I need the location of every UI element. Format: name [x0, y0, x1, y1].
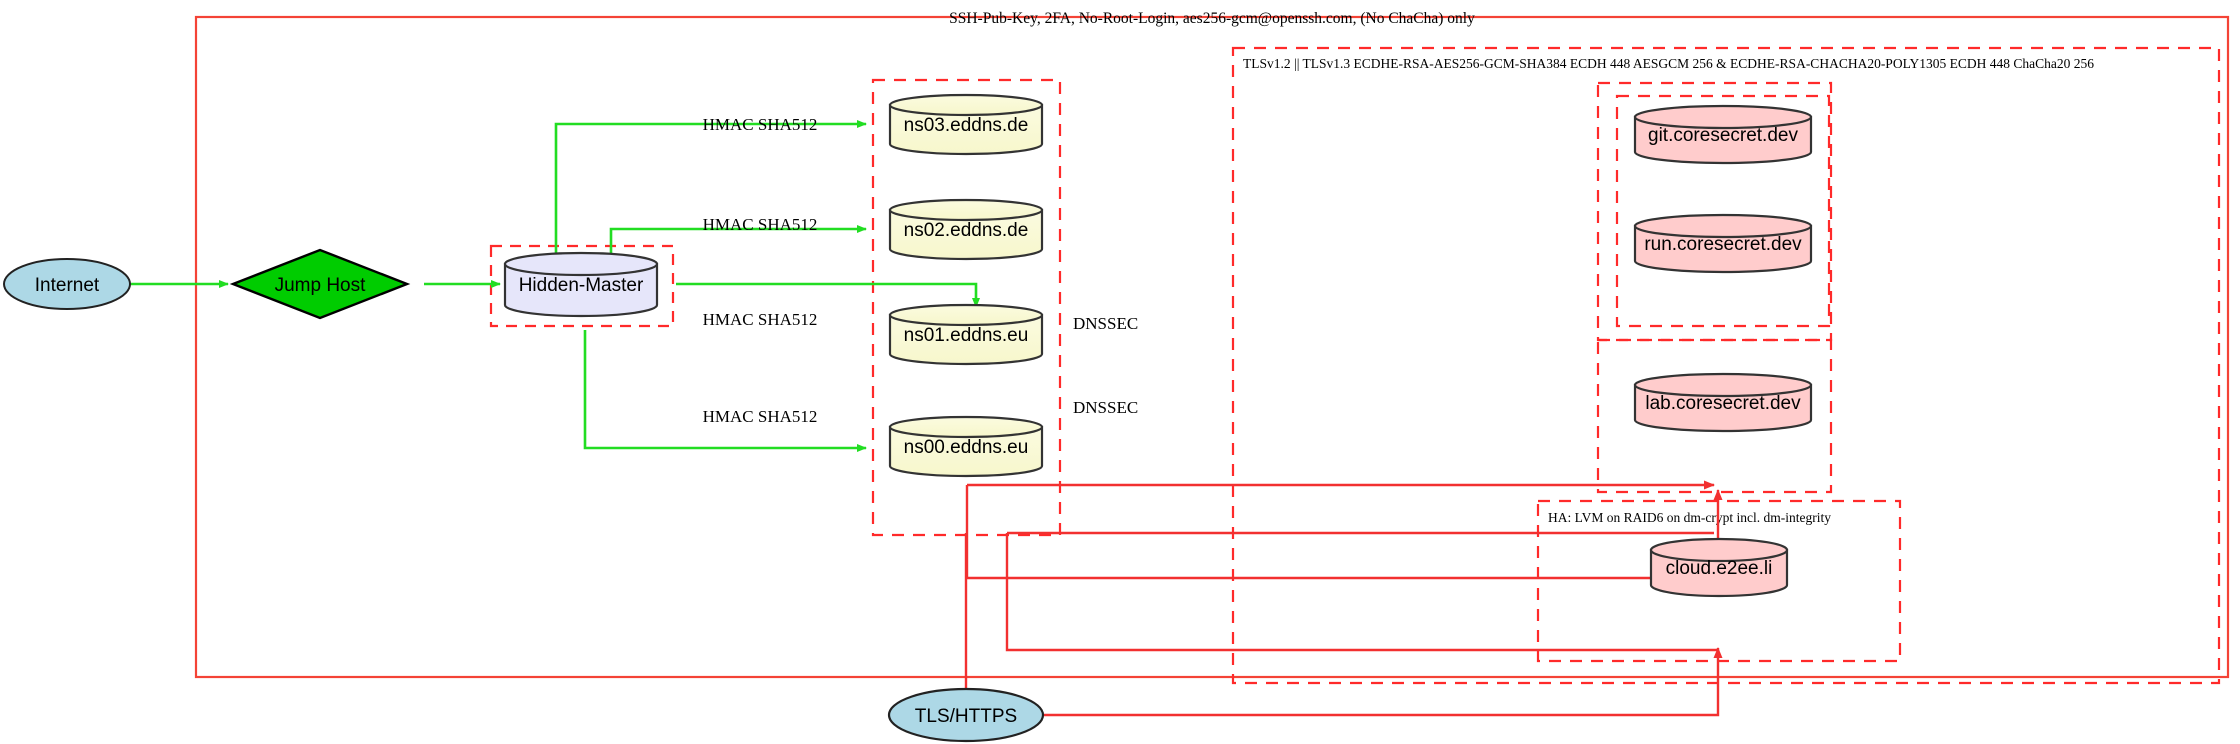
- cluster-tls-label: TLSv1.2 || TLSv1.3 ECDHE-RSA-AES256-GCM-…: [1243, 56, 2094, 71]
- node-cloud-e2ee[interactable]: cloud.e2ee.li: [1649, 537, 1789, 598]
- edge-dnssec-lower: [1005, 533, 1718, 652]
- node-internet-label: Internet: [35, 275, 100, 296]
- edge-hidden-to-ns00: [583, 330, 867, 452]
- node-ns00[interactable]: ns00.eddns.eu: [888, 415, 1044, 478]
- node-ns01[interactable]: ns01.eddns.eu: [888, 303, 1044, 366]
- node-ns03-label: ns03.eddns.de: [904, 115, 1029, 136]
- node-tls-https[interactable]: TLS/HTTPS: [887, 687, 1045, 743]
- edge-label-hmac-ns02: HMAC SHA512: [703, 215, 818, 234]
- cluster-tls: [1231, 46, 2221, 685]
- node-git-coresecret[interactable]: git.coresecret.dev: [1633, 104, 1813, 165]
- node-hidden-master[interactable]: Hidden-Master: [503, 251, 659, 318]
- cluster-coresecret-inner: [1615, 94, 1831, 328]
- cluster-ha-label: HA: LVM on RAID6 on dm-crypt incl. dm-in…: [1548, 510, 1831, 525]
- edge-hidden-to-ns03: [554, 120, 867, 258]
- node-run-coresecret-label: run.coresecret.dev: [1644, 234, 1802, 255]
- edge-tls-right: [1037, 650, 1720, 717]
- node-jump-host[interactable]: Jump Host: [229, 248, 411, 320]
- cluster-outer-label: SSH-Pub-Key, 2FA, No-Root-Login, aes256-…: [949, 10, 1475, 27]
- node-ns00-label: ns00.eddns.eu: [904, 437, 1029, 458]
- cluster-lab: [1596, 338, 1833, 494]
- node-ns02[interactable]: ns02.eddns.de: [888, 198, 1044, 261]
- edge-hidden-to-ns01: [676, 282, 980, 308]
- edge-dnssec-upper: [965, 485, 1717, 580]
- edge-label-hmac-ns01: HMAC SHA512: [703, 310, 818, 329]
- node-run-coresecret[interactable]: run.coresecret.dev: [1633, 213, 1813, 274]
- node-git-coresecret-label: git.coresecret.dev: [1648, 125, 1798, 146]
- node-cloud-e2ee-label: cloud.e2ee.li: [1666, 558, 1773, 579]
- node-ns02-label: ns02.eddns.de: [904, 220, 1029, 241]
- node-hidden-master-label: Hidden-Master: [519, 275, 644, 296]
- edge-label-hmac-ns03: HMAC SHA512: [703, 115, 818, 134]
- edge-label-dnssec-upper: DNSSEC: [1073, 314, 1138, 333]
- cluster-outer-ssh: [194, 15, 2230, 679]
- node-internet[interactable]: Internet: [3, 258, 131, 310]
- node-ns01-label: ns01.eddns.eu: [904, 325, 1029, 346]
- edge-hidden-to-ns02: [609, 225, 867, 258]
- node-ns03[interactable]: ns03.eddns.de: [888, 93, 1044, 156]
- edge-label-dnssec-lower: DNSSEC: [1073, 398, 1138, 417]
- node-tls-https-label: TLS/HTTPS: [915, 706, 1017, 727]
- cluster-coresecret-outer: [1596, 81, 1833, 342]
- node-jump-host-label: Jump Host: [275, 275, 367, 296]
- node-lab-coresecret-label: lab.coresecret.dev: [1645, 393, 1801, 414]
- node-lab-coresecret[interactable]: lab.coresecret.dev: [1633, 372, 1813, 433]
- edge-label-hmac-ns00: HMAC SHA512: [703, 407, 818, 426]
